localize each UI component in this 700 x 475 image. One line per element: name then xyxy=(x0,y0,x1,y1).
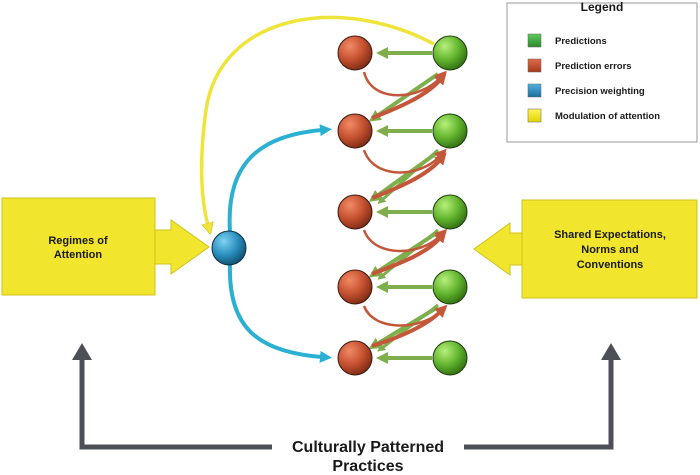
practices-bracket xyxy=(72,343,621,450)
expectations-label-line2: Norms and xyxy=(581,244,638,256)
practices-right-arrowhead xyxy=(601,343,621,360)
legend-swatch-modulation-of-attention xyxy=(527,108,542,123)
node-column-errors xyxy=(337,35,373,376)
prediction-node xyxy=(432,35,468,71)
practices-right-arrow xyxy=(464,360,614,450)
prediction-error-arrow xyxy=(362,228,448,253)
expectations-label-line3: Conventions xyxy=(577,259,644,271)
prediction-node xyxy=(432,269,468,305)
precision-arrow-down xyxy=(227,263,332,363)
legend-title: Legend xyxy=(581,0,624,14)
prediction-error-arrow xyxy=(362,70,447,97)
legend-label-predictions: Predictions xyxy=(555,36,607,47)
precision-arrow-up xyxy=(227,124,332,233)
prediction-arrows xyxy=(368,47,440,364)
prediction-error-node xyxy=(337,194,373,230)
prediction-arrow xyxy=(377,228,439,280)
regimes-of-attention-box: Regimes of Attention xyxy=(1,197,210,296)
prediction-error-node xyxy=(337,340,373,376)
prediction-error-node xyxy=(337,113,373,149)
prediction-error-node xyxy=(337,269,373,305)
prediction-node xyxy=(432,340,468,376)
attention-modulation-arrow xyxy=(199,15,435,225)
legend-swatch-prediction-errors xyxy=(527,58,542,73)
prediction-error-arrows xyxy=(362,70,448,348)
prediction-error-arrow xyxy=(371,152,447,200)
prediction-error-arrow xyxy=(371,304,448,348)
practices-label-line1: Culturally Patterned xyxy=(292,439,444,456)
practices-left-arrow xyxy=(79,360,272,450)
legend-label-modulation-of-attention: Modulation of attention xyxy=(555,111,660,122)
expectations-arrow-left xyxy=(473,222,523,276)
legend-label-prediction-errors: Prediction errors xyxy=(555,61,632,72)
prediction-node xyxy=(432,194,468,230)
node-column-predictions xyxy=(432,35,468,376)
regimes-label-line1: Regimes of xyxy=(48,235,108,247)
prediction-error-node xyxy=(337,35,373,71)
prediction-error-arrow xyxy=(371,230,447,276)
legend: Legend Predictions Prediction errors Pre… xyxy=(506,0,698,143)
prediction-node xyxy=(432,113,468,149)
regimes-arrow-right xyxy=(154,219,210,275)
practices-label-line2: Practices xyxy=(332,458,403,475)
precision-weighting-node xyxy=(211,230,247,266)
legend-swatch-precision-weighting xyxy=(527,83,542,98)
regimes-label-line2: Attention xyxy=(54,249,103,261)
prediction-error-arrow xyxy=(371,72,447,120)
legend-swatch-predictions xyxy=(527,33,542,48)
practices-left-arrowhead xyxy=(72,343,92,360)
prediction-error-arrow xyxy=(362,148,447,174)
expectations-label-line1: Shared Expectations, xyxy=(554,229,666,241)
legend-label-precision-weighting: Precision weighting xyxy=(555,86,645,97)
shared-expectations-box: Shared Expectations, Norms and Conventio… xyxy=(473,199,698,299)
